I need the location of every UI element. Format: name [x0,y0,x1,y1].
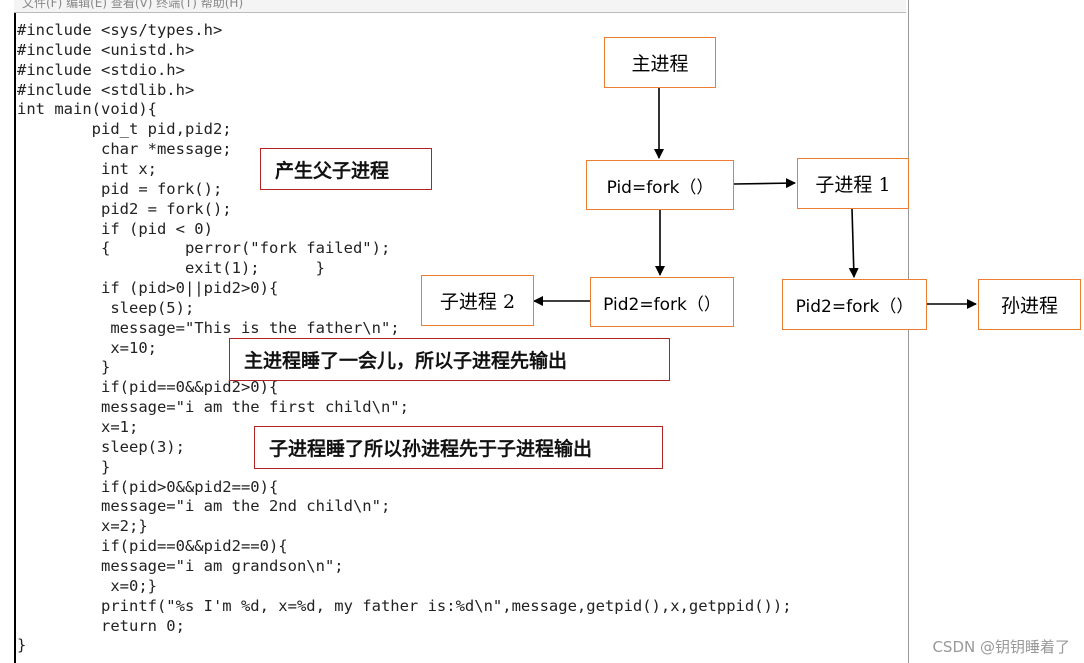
editor-menu-bar: 文件(F) 编辑(E) 查看(V) 终端(T) 帮助(H) [14,0,906,13]
code-line: if(pid>0&&pid2==0){ [17,477,279,496]
code-line: } [17,457,111,476]
arrow-fork1-to-child1 [733,178,796,189]
code-line: return 0; [17,616,185,635]
code-line: #include <stdlib.h> [17,80,195,99]
node-main-process: 主进程 [604,37,716,88]
node-fork1: Pid=fork（） [586,160,734,210]
code-line: message="i am the 2nd child\n"; [17,497,391,516]
code-line: message="This is the father\n"; [17,318,400,337]
code-line: int x; [17,159,157,178]
code-line: } [17,358,111,377]
annotation-child-sleeps: 子进程睡了所以孙进程先于子进程输出 [254,426,663,469]
code-line: pid_t pid,pid2; [17,120,232,139]
code-line: #include <sys/types.h> [17,21,223,39]
code-line: int main(void){ [17,100,157,119]
code-line: if (pid>0||pid2>0){ [17,279,279,298]
editor-menu-text: 文件(F) 编辑(E) 查看(V) 终端(T) 帮助(H) [22,0,244,10]
code-line: if (pid < 0) [17,219,213,238]
node-fork2-main: Pid2=fork（） [590,277,734,327]
node-child1: 子进程 1 [797,158,909,209]
code-line: message="i am grandson\n"; [17,556,344,575]
code-line: char *message; [17,140,232,159]
code-line: message="i am the first child\n"; [17,398,409,417]
code-line: { perror("fork failed"); [17,239,391,258]
node-grandchild: 孙进程 [978,279,1081,330]
code-line: #include <stdio.h> [17,60,185,79]
code-line: if(pid==0&&pid2==0){ [17,537,288,556]
code-line: x=1; [17,418,139,436]
code-line: sleep(3); [17,437,185,456]
node-child2: 子进程 2 [421,275,534,326]
code-line: #include <unistd.h> [17,40,195,59]
arrow-child1-to-fork2-child [848,208,859,278]
code-line: pid2 = fork(); [17,199,232,218]
code-line: sleep(5); [17,298,195,317]
watermark: CSDN @钥钥睡着了 [932,638,1070,656]
annotation-fork-parent-child: 产生父子进程 [260,148,432,190]
annotation-main-sleeps: 主进程睡了一会儿，所以子进程先输出 [229,338,670,381]
code-line: pid = fork(); [17,179,223,198]
code-line: x=0;} [17,576,157,595]
code-line: x=10; [17,338,157,357]
node-fork2-child: Pid2=fork（） [782,279,927,330]
code-line: x=2;} [17,517,148,536]
code-line: } [17,636,27,655]
code-line: if(pid==0&&pid2>0){ [17,378,279,397]
code-line: printf("%s I'm %d, x=%d, my father is:%d… [17,596,792,615]
code-line: exit(1); } [17,259,325,278]
code-editor [14,0,909,663]
